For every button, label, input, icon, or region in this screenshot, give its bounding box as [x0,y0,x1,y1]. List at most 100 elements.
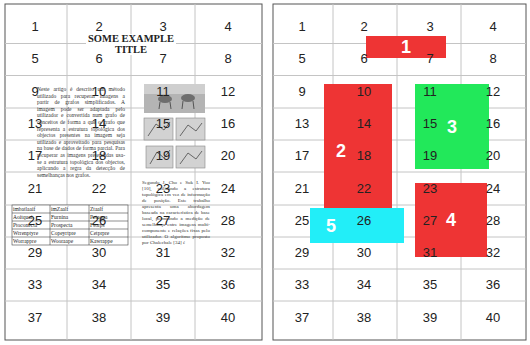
grid-number: 11 [156,85,170,99]
grid-number: 32 [221,246,235,260]
photo-sky [144,84,205,94]
table-cell: Prospecta [50,221,89,229]
grid-line [273,172,526,173]
grid-number: 12 [221,85,235,99]
grid-number: 27 [423,214,437,228]
grid-number: 20 [221,149,235,163]
grid-number: 19 [423,149,437,163]
grid-line [273,205,526,206]
grid-number: 7 [426,52,433,66]
grid-number: 14 [92,117,106,131]
grid-number: 30 [92,246,106,260]
photo-leg [182,101,183,109]
table-cell: Cetprpre [89,229,128,237]
region-number: 3 [447,117,457,137]
grid-number: 1 [298,20,305,34]
grid-line [461,4,462,340]
grid-line [273,269,526,270]
thumbnail [146,146,173,168]
region-box: 1 [366,36,446,58]
table-cell: Kawrappe [89,237,128,245]
grid-number: 1 [31,20,38,34]
grid-number: 24 [486,182,500,196]
grid-number: 35 [156,278,170,292]
photo-horse [181,94,195,102]
grid-number: 15 [423,117,437,131]
grid-number: 39 [156,311,170,325]
photo [144,84,205,113]
grid-number: 30 [357,246,371,260]
page-border [5,4,262,340]
grid-number: 14 [357,117,371,131]
grid-number: 3 [426,20,433,34]
thumbnail-sketch [180,123,202,136]
grid-number: 8 [224,52,231,66]
thumbnail [176,118,205,140]
grid-number: 22 [92,182,106,196]
grid-number: 21 [28,182,42,196]
table-line [12,237,128,238]
body-paragraph: Segundo J. Cho e Suk I. Yoo [10], utiliz… [142,180,210,246]
table-line [50,205,51,245]
thumbnail-sketch [150,150,170,164]
grid-number: 13 [295,117,309,131]
grid-number: 8 [489,52,496,66]
grid-number: 33 [295,278,309,292]
grid-number: 26 [92,214,106,228]
grid-number: 13 [28,117,42,131]
grid-number: 24 [221,182,235,196]
table-cell: Wrrenptyre [12,229,50,237]
grid-line [273,301,526,302]
grid-number: 38 [357,311,371,325]
grid-number: 36 [221,278,235,292]
grid-number: 40 [221,311,235,325]
grid-number: 26 [357,214,371,228]
photo-leg [159,102,160,109]
grid-number: 2 [360,20,367,34]
grid-number: 15 [156,117,170,131]
grid-number: 37 [295,311,309,325]
table-cell: Copeyrtpre [50,229,89,237]
body-paragraph: Neste artigo é descrito um método utiliz… [37,86,125,178]
grid-number: 5 [298,52,305,66]
grid-line [195,4,196,340]
grid-number: 36 [486,278,500,292]
grid-number: 28 [221,214,235,228]
region-number: 2 [336,141,346,161]
region-number: 5 [326,216,336,236]
grid-number: 4 [489,20,496,34]
grid-number: 4 [224,20,231,34]
table-cell: imbatlaaif [12,205,50,213]
thumbnail [176,146,205,168]
grid-number: 12 [486,85,500,99]
grid-number: 19 [156,149,170,163]
table-cell: Worrappre [12,237,50,245]
table-line [12,229,128,230]
grid-number: 9 [298,85,305,99]
grid-number: 21 [295,182,309,196]
grid-number: 10 [357,85,371,99]
grid-lines [5,4,262,340]
photo-leg [170,102,171,109]
grid-number: 34 [92,278,106,292]
photo-leg [193,101,194,109]
region-number: 4 [446,210,456,230]
page-border [273,4,526,340]
grid-number: 2 [95,20,102,34]
grid-number: 29 [295,246,309,260]
grid-number: 6 [95,52,102,66]
grid-line [5,269,262,270]
grid-number: 31 [156,246,170,260]
grid-number: 22 [357,182,371,196]
grid-number: 10 [92,85,106,99]
region-number: 1 [401,37,411,57]
grid-number: 38 [92,311,106,325]
grid-number: 17 [295,149,309,163]
grid-line [5,75,262,76]
thumbnail-figures [144,118,205,168]
grid-number: 6 [360,52,367,66]
grid-number: 25 [28,214,42,228]
grid-number: 18 [357,149,371,163]
photo-figure [144,84,205,113]
